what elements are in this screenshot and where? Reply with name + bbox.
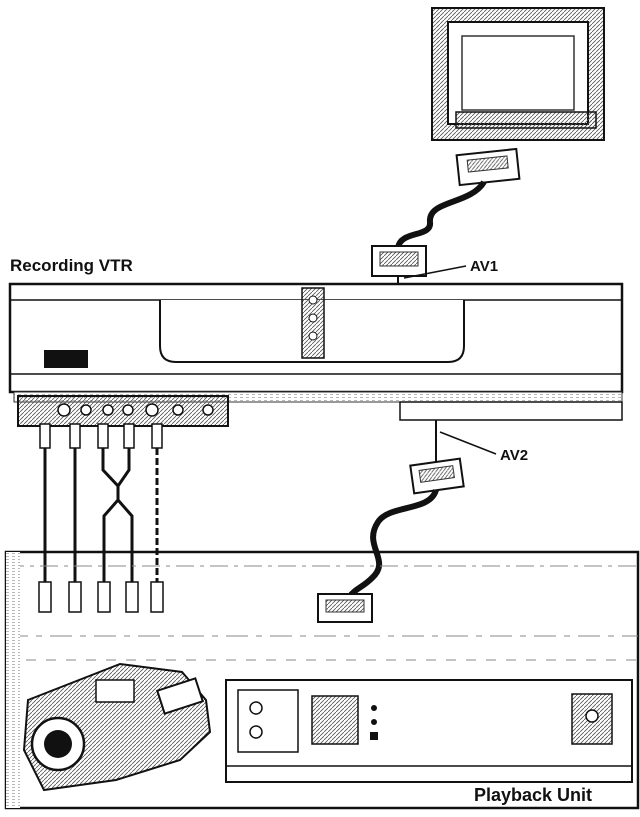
rca-plug-icon [97, 423, 109, 449]
av1-label: AV1 [470, 258, 499, 275]
scart-plug-icon [317, 593, 373, 623]
scart-plug-icon [371, 245, 427, 277]
television-icon [431, 7, 605, 141]
playback-unit-label: Playback Unit [474, 785, 593, 805]
av2-label: AV2 [500, 447, 529, 464]
recording-vtr [8, 282, 624, 427]
rca-plug-icon [123, 423, 135, 449]
camcorder-icon [22, 662, 212, 792]
scart-plug-icon [455, 147, 521, 187]
scart-cable-av2 [317, 420, 497, 623]
playback-unit [4, 550, 640, 810]
rca-plug-icon [69, 423, 81, 449]
rca-plug-icon [150, 581, 164, 613]
rca-plug-icon [38, 581, 52, 613]
recording-vtr-label: Recording VTR [10, 256, 133, 275]
scart-plug-icon [409, 457, 465, 495]
rca-plug-icon [125, 581, 139, 613]
rca-plug-icon [97, 581, 111, 613]
rca-plug-icon [39, 423, 51, 449]
scart-cable-av1 [371, 147, 521, 286]
rca-plug-icon [68, 581, 82, 613]
av-lead-bundle [38, 423, 164, 613]
rca-plug-icon [151, 423, 163, 449]
